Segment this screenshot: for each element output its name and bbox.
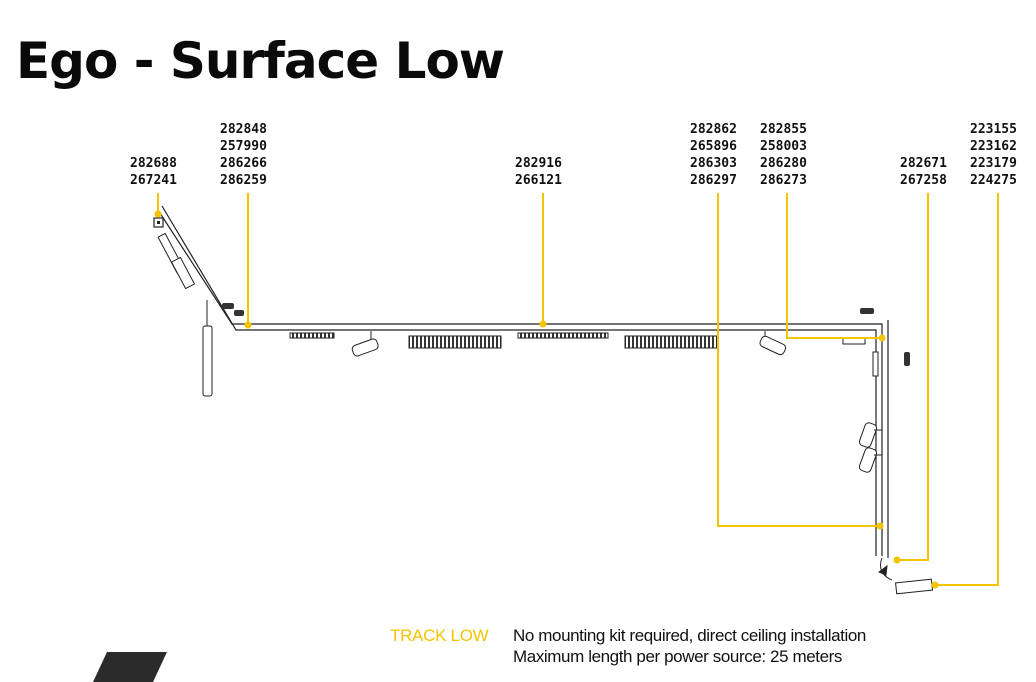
- callout-leaders: [157, 193, 999, 586]
- code-group-feed-a: 282862 265896 286303 286297: [690, 121, 737, 189]
- code-line: 224275: [970, 173, 1017, 188]
- code-line: 282848: [220, 122, 267, 137]
- code-group-feed-b: 282855 258003 286280 286273: [760, 121, 807, 189]
- code-line: 267241: [130, 173, 177, 188]
- track-rail: [157, 205, 889, 558]
- spotlight-left: [351, 331, 379, 357]
- code-line: 265896: [690, 139, 737, 154]
- corner-surface-fixture: [842, 308, 910, 377]
- track-profile-icon: [93, 652, 167, 682]
- wall-box: [153, 217, 164, 228]
- code-line: 266121: [515, 173, 562, 188]
- spotlight-right: [759, 331, 787, 356]
- page-title: Ego - Surface Low: [16, 32, 505, 90]
- code-line: 282671: [900, 156, 947, 171]
- code-line: 223179: [970, 156, 1017, 171]
- diagonal-spot-fixture: [157, 232, 196, 290]
- code-group-end-cap: 282671 267258: [900, 155, 947, 189]
- code-group-wall-box: 282688 267241: [130, 155, 177, 189]
- code-line: 286266: [220, 156, 267, 171]
- code-line: 223155: [970, 122, 1017, 137]
- legend-line-2: Maximum length per power source: 25 mete…: [513, 647, 843, 666]
- code-line: 282916: [515, 156, 562, 171]
- legend-label: TRACK LOW: [390, 626, 489, 645]
- legend-line-1: No mounting kit required, direct ceiling…: [513, 626, 866, 645]
- code-line: 286297: [690, 173, 737, 188]
- code-line: 286259: [220, 173, 267, 188]
- code-group-corner-connector: 282848 257990 286266 286259: [220, 121, 267, 189]
- power-driver: [878, 557, 934, 595]
- callout-dots: [154, 210, 939, 589]
- code-line: 286273: [760, 173, 807, 188]
- code-line: 257990: [220, 139, 267, 154]
- code-line: 267258: [900, 173, 947, 188]
- code-line: 282688: [130, 156, 177, 171]
- code-line: 286303: [690, 156, 737, 171]
- linear-led-modules: [289, 332, 718, 349]
- track-puck: [222, 303, 244, 316]
- code-group-driver: 223155 223162 223179 224275: [970, 121, 1017, 189]
- code-group-track: 282916 266121: [515, 155, 562, 189]
- vertical-spotlights: [858, 422, 882, 473]
- code-line: 286280: [760, 156, 807, 171]
- pendant-fixture: [202, 300, 213, 397]
- code-line: 258003: [760, 139, 807, 154]
- code-line: 282855: [760, 122, 807, 137]
- code-line: 223162: [970, 139, 1017, 154]
- code-line: 282862: [690, 122, 737, 137]
